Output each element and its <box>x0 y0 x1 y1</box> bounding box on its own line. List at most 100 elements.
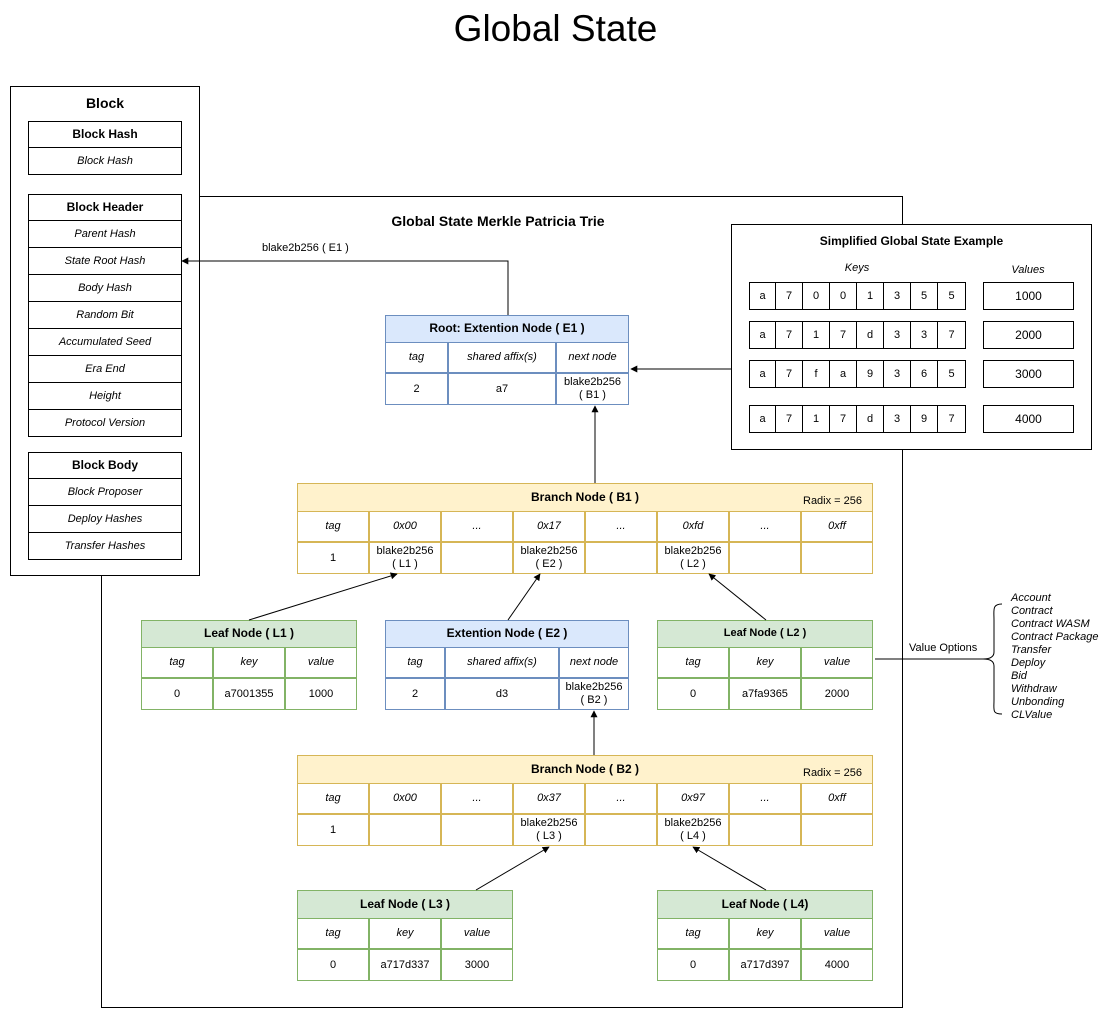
e1-value-cell: blake2b256 ( B1 ) <box>556 373 629 405</box>
l4-header-cell: key <box>729 918 801 949</box>
e2-value-cell: blake2b256 ( B2 ) <box>559 678 629 710</box>
key-char: 1 <box>803 321 830 349</box>
arrow-e1-to-state-root <box>181 257 509 315</box>
e1-value-cell: 2 <box>385 373 448 405</box>
l1-value-cell: a7001355 <box>213 678 285 710</box>
b1-value-cell <box>729 542 801 574</box>
key-char: d <box>857 321 884 349</box>
b2-header-cell: 0x00 <box>369 783 441 814</box>
b1-value-cell <box>585 542 657 574</box>
key-char: 5 <box>938 282 966 310</box>
block-body-item: Block Proposer <box>28 479 182 506</box>
key-char: 3 <box>884 321 911 349</box>
b2-value-cell <box>369 814 441 846</box>
value-cell: 1000 <box>983 282 1074 310</box>
key-char: 7 <box>830 405 857 433</box>
l4-value-cell: 0 <box>657 949 729 981</box>
value-cell: 2000 <box>983 321 1074 349</box>
block-header-item: Parent Hash <box>28 221 182 248</box>
example-panel <box>731 224 1092 450</box>
b2-header-cell: ... <box>441 783 513 814</box>
l3-value-cell: 3000 <box>441 949 513 981</box>
e2-title: Extention Node ( E2 ) <box>385 620 629 647</box>
b2-value-cell: 1 <box>297 814 369 846</box>
l3-header-cell: value <box>441 918 513 949</box>
b2-header-cell: tag <box>297 783 369 814</box>
value-cell: 4000 <box>983 405 1074 433</box>
key-char: 7 <box>776 321 803 349</box>
block-body-item: Transfer Hashes <box>28 533 182 560</box>
block-header-item: Accumulated Seed <box>28 329 182 356</box>
b2-header-cell: 0xff <box>801 783 873 814</box>
keys-label: Keys <box>844 262 870 274</box>
b2-header-cell: ... <box>729 783 801 814</box>
block-body-title: Block Body <box>28 452 182 479</box>
b1-header-cell: ... <box>441 511 513 542</box>
values-label: Values <box>1011 264 1045 276</box>
block-header-title: Block Header <box>28 194 182 221</box>
key-char: a <box>749 360 776 388</box>
l3-value-cell: 0 <box>297 949 369 981</box>
l4-title: Leaf Node ( L4) <box>657 890 873 918</box>
b2-header-cell: ... <box>585 783 657 814</box>
b1-value-cell <box>441 542 513 574</box>
key-char: 7 <box>830 321 857 349</box>
value-option: Withdraw <box>1011 683 1057 695</box>
l4-header-cell: tag <box>657 918 729 949</box>
b1-header-cell: tag <box>297 511 369 542</box>
arrow-l3-to-b2 <box>475 846 550 891</box>
key-char: 5 <box>938 360 966 388</box>
b1-value-cell <box>801 542 873 574</box>
value-option: Contract Package <box>1011 631 1099 643</box>
e1-title: Root: Extention Node ( E1 ) <box>385 315 629 342</box>
block-header-item: Height <box>28 383 182 410</box>
e2-header-cell: tag <box>385 647 445 678</box>
block-header-item: Body Hash <box>28 275 182 302</box>
l3-header-cell: tag <box>297 918 369 949</box>
b1-header-cell: 0xff <box>801 511 873 542</box>
key-char: a <box>830 360 857 388</box>
value-option: Unbonding <box>1011 696 1065 708</box>
b2-value-cell <box>585 814 657 846</box>
l3-header-cell: key <box>369 918 441 949</box>
b2-value-cell: blake2b256 ( L3 ) <box>513 814 585 846</box>
block-hash-title: Block Hash <box>28 121 182 148</box>
l1-header-cell: tag <box>141 647 213 678</box>
value-options-label: Value Options <box>909 642 978 654</box>
l2-value-cell: 0 <box>657 678 729 710</box>
block-title: Block <box>85 95 125 111</box>
value-options-brace <box>982 603 1003 715</box>
key-char: a <box>749 405 776 433</box>
arrow-e2-to-b1 <box>507 573 541 621</box>
key-char: 7 <box>776 282 803 310</box>
block-header-item: Random Bit <box>28 302 182 329</box>
l2-title: Leaf Node ( L2 ) <box>657 620 873 647</box>
trie-title: Global State Merkle Patricia Trie <box>391 213 605 229</box>
block-header-item: Era End <box>28 356 182 383</box>
l1-header-cell: key <box>213 647 285 678</box>
l4-header-cell: value <box>801 918 873 949</box>
e1-header-cell: tag <box>385 342 448 373</box>
value-option: Contract WASM <box>1011 618 1090 630</box>
key-char: a <box>749 282 776 310</box>
b1-header-cell: 0xfd <box>657 511 729 542</box>
b2-value-cell <box>441 814 513 846</box>
e2-header-cell: shared affix(s) <box>445 647 559 678</box>
value-option: CLValue <box>1011 709 1053 721</box>
b2-header-cell: 0x97 <box>657 783 729 814</box>
key-char: d <box>857 405 884 433</box>
b2-radix: Radix = 256 <box>803 767 863 779</box>
b2-title: Branch Node ( B2 ) <box>297 755 873 783</box>
b1-value-cell: blake2b256 ( L2 ) <box>657 542 729 574</box>
key-char: 0 <box>803 282 830 310</box>
key-char: 3 <box>911 321 938 349</box>
value-cell: 3000 <box>983 360 1074 388</box>
key-char: a <box>749 321 776 349</box>
value-option: Transfer <box>1011 644 1052 656</box>
value-option: Contract <box>1011 605 1053 617</box>
key-char: 7 <box>776 405 803 433</box>
l2-header-cell: tag <box>657 647 729 678</box>
l1-value-cell: 0 <box>141 678 213 710</box>
l4-value-cell: a717d397 <box>729 949 801 981</box>
l3-title: Leaf Node ( L3 ) <box>297 890 513 918</box>
